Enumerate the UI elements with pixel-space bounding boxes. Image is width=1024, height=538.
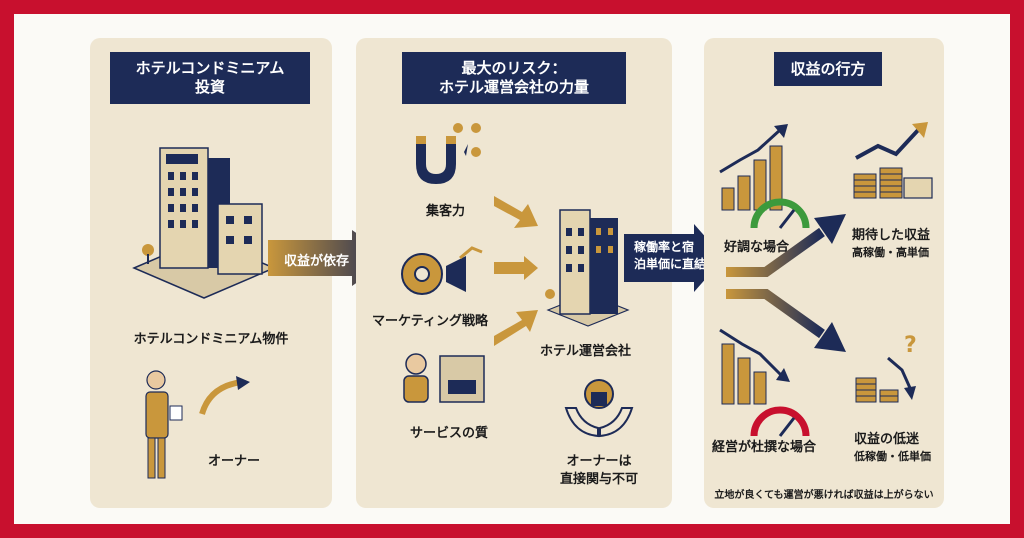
coins-question-down-icon: ? [855,333,917,403]
curved-arrow-icon [199,376,250,415]
owner-no-involvement-line2: 直接関与不可 [559,472,638,487]
revenue-decline-sub: 低稼働・低単価 [854,450,931,463]
staff-room-icon [403,353,485,403]
panel-outcome-title: 収益の行方 [774,52,882,86]
panel-risk: 最大のリスク： ホテル運営会社の力量 集客力 マーケティング戦略 サービスの質 [356,38,672,508]
hotel-building-icon [132,147,276,299]
hotel-operator-building-icon [545,209,630,327]
direct-link-line2: 泊単価に直結 [634,257,707,271]
customer-attraction-label: 集客力 [426,204,466,219]
title-line1: ホテルコンドミニアム [135,59,285,78]
direct-link-line1: 稼働率と宿 [634,240,695,254]
infographic-frame: ホテルコンドミニアム 投資 ホテルコンドミニアム物件 [14,14,1010,524]
revenue-decline-label: 収益の低迷 [854,432,920,447]
svg-text:?: ? [904,333,917,358]
good-case-label: 好調な場合 [724,240,790,255]
property-label: ホテルコンドミニアム物件 [133,332,289,347]
panel-investment-title: ホテルコンドミニアム 投資 [110,52,310,104]
marketing-strategy-label: マーケティング戦略 [372,314,488,329]
service-quality-label: サービスの質 [410,426,489,441]
rising-chart-gauge-icon [719,124,810,229]
dependency-arrow-label: 収益が依存 [284,254,350,269]
outcome-down-arrow [726,289,846,352]
owner-no-involvement-line1: オーナーは [566,454,632,469]
coins-cash-up-icon [853,122,933,199]
panel-risk-title: 最大のリスク： ホテル運営会社の力量 [402,52,626,104]
expected-revenue-label: 期待した収益 [852,228,931,243]
owner-label: オーナー [208,454,261,469]
poor-case-label: 経営が杜撰な場合 [712,440,817,455]
falling-chart-gauge-icon [719,328,810,437]
title-line2: 投資 [194,78,225,96]
title-line2: ホテル運営会社の力量 [438,78,589,96]
hotel-operator-label: ホテル運営会社 [540,344,632,359]
footer-note: 立地が良くても運営が悪ければ収益は上がらない [714,490,934,501]
gear-megaphone-icon [401,246,483,295]
input-arrows [494,196,538,346]
expected-revenue-sub: 高稼働・高単価 [852,246,929,259]
owner-person-icon [145,370,183,479]
title-line1: 最大のリスク： [461,59,567,78]
magnet-people-icon [416,123,481,184]
direct-link-arrow [624,224,724,292]
outcome-up-arrow [726,214,846,277]
hands-lock-icon [564,379,634,438]
